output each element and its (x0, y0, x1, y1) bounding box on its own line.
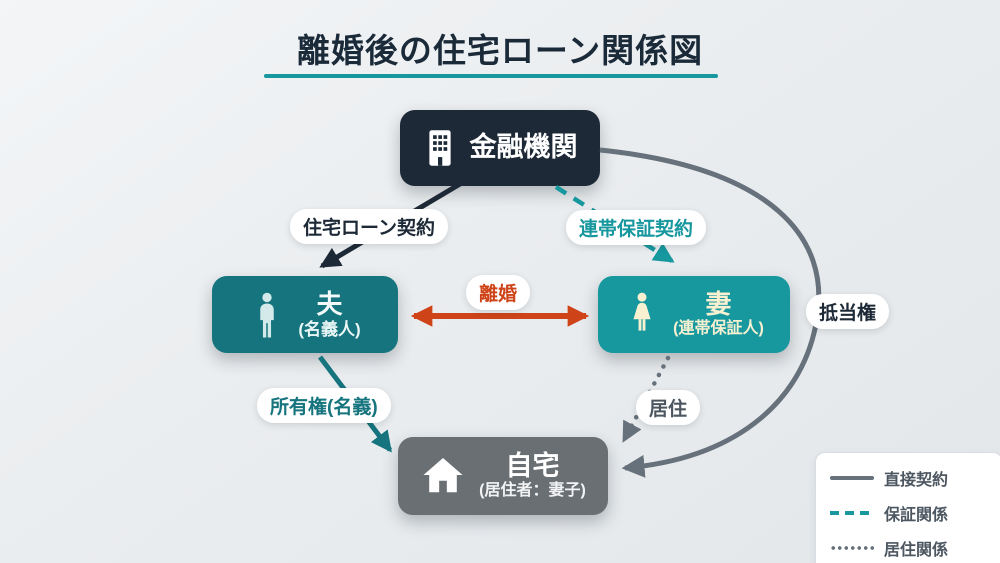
solid-line-sample (830, 476, 874, 480)
node-husband: 夫 (名義人) (212, 276, 398, 353)
legend-item-direct-contract: 直接契約 (830, 466, 990, 490)
wife-sublabel: (連帯保証人) (673, 320, 764, 338)
edge-label-loan: 住宅ローン契約 (290, 209, 449, 244)
edge-label-guarantee: 連帯保証契約 (566, 210, 707, 245)
dotted-line-sample (830, 546, 874, 550)
node-wife: 妻 (連帯保証人) (598, 276, 790, 353)
wife-label: 妻 (705, 289, 732, 320)
house-icon (423, 457, 463, 493)
dashed-line-sample (830, 511, 874, 515)
bank-label: 金融機関 (469, 132, 578, 163)
home-sublabel: (居住者：妻子) (479, 482, 586, 500)
man-icon (260, 292, 275, 337)
legend-item-guarantee-relation: 保証関係 (830, 501, 990, 525)
woman-icon (633, 292, 651, 331)
page-title: 離婚後の住宅ローン関係図 (296, 32, 704, 69)
husband-label: 夫 (316, 288, 343, 319)
title-underline (264, 74, 718, 78)
legend: 直接契約 保証関係 居住関係 (815, 452, 1000, 563)
edge-label-ownership: 所有権(名義) (257, 388, 391, 423)
node-bank: 金融機関 (400, 110, 600, 186)
edge-label-residence: 居住 (636, 390, 701, 425)
husband-sublabel: (名義人) (298, 319, 361, 339)
edge-label-divorce: 離婚 (466, 275, 531, 310)
home-label: 自宅 (505, 451, 560, 482)
legend-item-residence-relation: 居住関係 (830, 536, 990, 560)
node-home: 自宅 (居住者：妻子) (398, 437, 608, 515)
building-icon (428, 130, 451, 166)
edge-label-mortgage: 抵当権 (806, 294, 890, 329)
